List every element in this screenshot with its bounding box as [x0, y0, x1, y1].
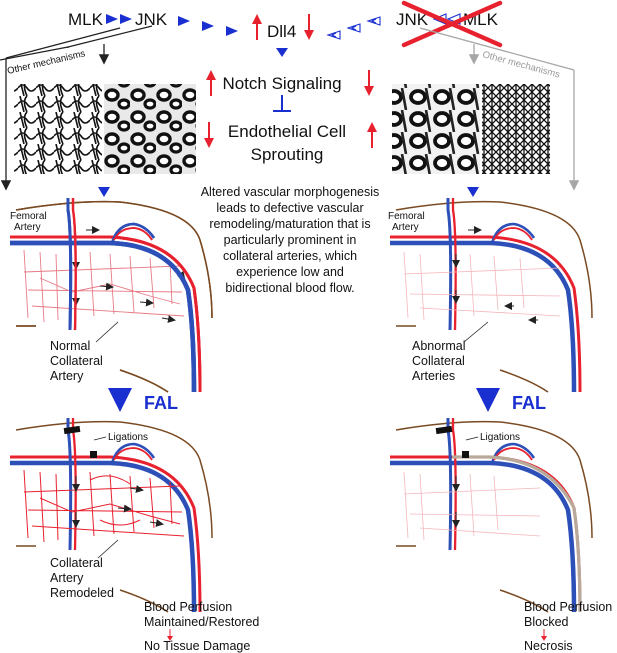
outcome-right: Necrosis [524, 639, 573, 653]
inhibited-arrows-jnk-dll4 [326, 16, 381, 40]
knockout-cross-icon [401, 0, 503, 48]
fal-arrow-right [476, 388, 500, 412]
down-arrow-right-leg [467, 187, 479, 197]
perfusion-right: Blood Perfusion Blocked [524, 600, 612, 629]
other-mechanisms-left: Other mechanisms [6, 48, 86, 77]
para-line-4: particularly prominent in [224, 233, 357, 247]
perfusion-left: Blood Perfusion Maintained/Restored [144, 600, 259, 629]
sprouting-label-line2: Sprouting [251, 145, 324, 164]
abnormal-collateral-label: Abnormal Collateral Arteries [412, 321, 489, 383]
normal-line2: Collateral [50, 354, 103, 368]
fal-label-left: FAL [144, 393, 178, 413]
connector-left [0, 25, 153, 191]
activation-arrows-jnk-dll4 [178, 16, 238, 36]
para-line-7: bidirectional blood flow. [225, 281, 354, 295]
other-mechanisms-right: Other mechanisms [481, 49, 561, 80]
down-arrow-dll4-notch [276, 48, 288, 57]
micrograph-3 [392, 84, 480, 174]
mlk-label-left: MLK [68, 10, 104, 29]
ligation-clamps-right [435, 425, 469, 458]
notch-up-arrow-left [206, 70, 216, 96]
remodeled-line1: Collateral [50, 556, 103, 570]
necrosis-down-arrow [541, 629, 547, 641]
sprouting-up-arrow-right [367, 122, 377, 148]
sprouting-down-arrow-left [204, 122, 214, 148]
micrograph-1 [14, 84, 102, 174]
micrograph-2 [104, 84, 196, 174]
femoral-label-left-1: Femoral [10, 211, 47, 222]
perfusion-right-line2: Blocked [524, 615, 569, 629]
sprouting-label-line1: Endothelial Cell [228, 122, 346, 141]
inhibition-bar-icon [273, 95, 291, 112]
flow-arrows-right-top [452, 226, 538, 324]
perfusion-right-line1: Blood Perfusion [524, 600, 612, 614]
capillaries-left-bottom [23, 469, 185, 543]
micrograph-4 [482, 84, 550, 174]
jnk-label-right: JNK [396, 10, 429, 29]
para-line-1: Altered vascular morphogenesis [201, 185, 380, 199]
outcome-left: No Tissue Damage [144, 639, 250, 653]
perfusion-left-line2: Maintained/Restored [144, 615, 259, 629]
para-line-5: collateral arteries, which [223, 249, 357, 263]
perfusion-left-down-arrow [167, 629, 173, 641]
dll4-down-arrow [304, 14, 314, 40]
remodeled-line3: Remodeled [50, 586, 114, 600]
dll4-label: Dll4 [267, 22, 296, 41]
perfusion-left-line1: Blood Perfusion [144, 600, 232, 614]
activation-arrows-mlk-jnk [106, 14, 132, 24]
notch-down-arrow-right [364, 70, 374, 96]
flow-arrows-left-bottom [72, 476, 164, 528]
ligations-label-right: Ligations [480, 432, 520, 443]
abnormal-line3: Arteries [412, 369, 455, 383]
femoral-label-right-2: Artery [392, 222, 419, 233]
normal-collateral-label: Normal Collateral Artery [50, 321, 119, 383]
remodeled-label: Collateral Artery Remodeled [50, 539, 119, 600]
connector-right [419, 27, 580, 191]
normal-line1: Normal [50, 339, 90, 353]
fal-arrow-left [108, 388, 132, 412]
capillaries-right-top [403, 251, 561, 321]
femoral-label-right-1: Femoral [388, 211, 425, 222]
para-line-3: remodeling/maturation that is [209, 217, 370, 231]
ligation-clamps-left [63, 425, 97, 458]
para-line-6: experience low and [236, 265, 344, 279]
occluded-artery-right [452, 455, 582, 613]
abnormal-line2: Collateral [412, 354, 465, 368]
normal-line3: Artery [50, 369, 84, 383]
notch-signaling-label: Notch Signaling [222, 74, 341, 93]
center-paragraph: Altered vascular morphogenesis leads to … [201, 185, 380, 295]
ligations-label-left: Ligations [108, 432, 148, 443]
down-arrow-left-leg [98, 187, 110, 197]
remodeled-line2: Artery [50, 571, 84, 585]
jnk-label-left: JNK [135, 10, 168, 29]
fal-label-right: FAL [512, 393, 546, 413]
capillaries-right-bottom [403, 471, 541, 541]
dll4-up-arrow [252, 14, 262, 40]
abnormal-line1: Abnormal [412, 339, 466, 353]
para-line-2: leads to defective vascular [216, 201, 363, 215]
femoral-label-left-2: Artery [14, 222, 41, 233]
